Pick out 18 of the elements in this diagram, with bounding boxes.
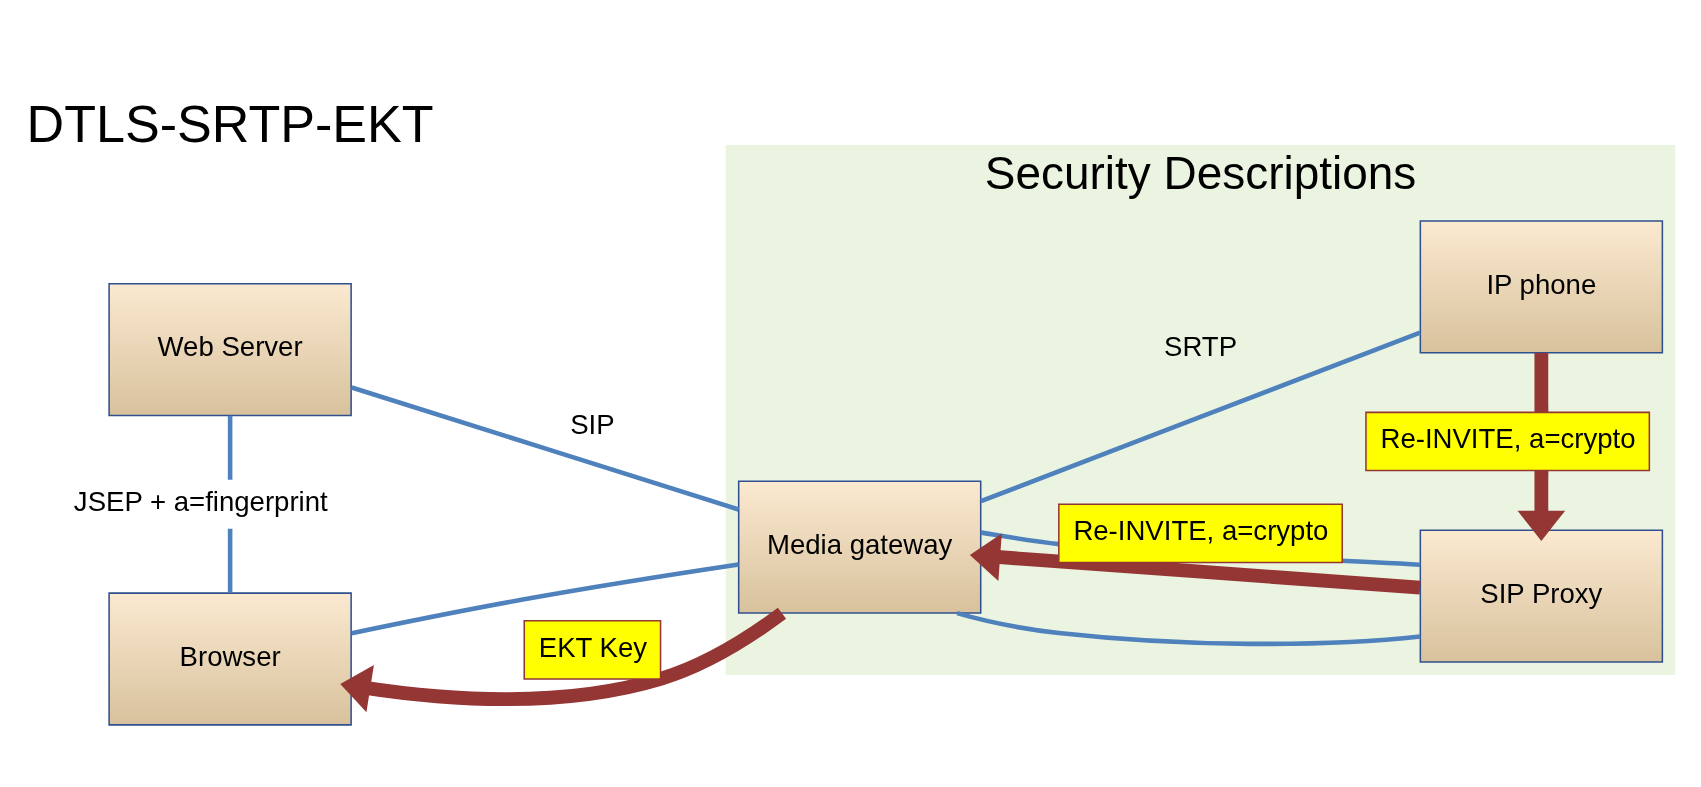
edge-label: SIP: [570, 408, 615, 440]
connector: [956, 610, 1421, 646]
connector: [980, 330, 1421, 503]
edge-label: JSEP + a=fingerprint: [73, 485, 328, 517]
label: DTLS-SRTP-EKT: [26, 94, 434, 153]
node-box: Web Server: [108, 282, 352, 416]
connector: [351, 384, 740, 512]
edge-label: Re-INVITE, a=crypto: [1380, 422, 1636, 454]
node-box: Media gateway: [737, 480, 982, 614]
arrow: [340, 607, 786, 712]
arrow: [969, 532, 1421, 594]
connector: [351, 561, 739, 635]
node-box: Browser: [108, 591, 352, 726]
edge-label: Re-INVITE, a=crypto: [1073, 514, 1329, 546]
edge-label: EKT Key: [538, 631, 648, 663]
edge-label: SRTP: [1164, 330, 1238, 362]
node-box: IP phone: [1419, 219, 1664, 353]
node-box: SIP Proxy: [1419, 529, 1664, 663]
